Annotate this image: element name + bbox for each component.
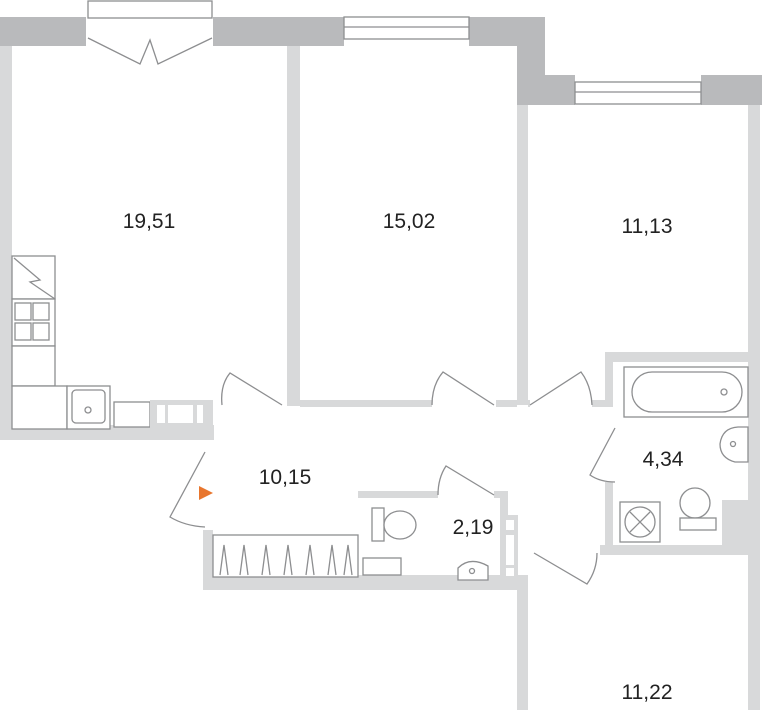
room-area-bathroom: 4,34 (642, 448, 684, 471)
wardrobe (212, 534, 402, 578)
entrance-arrow-icon (199, 486, 213, 500)
doors (169, 371, 616, 585)
room-area-bedroom-3: 11,22 (621, 681, 673, 704)
outer-walls (0, 17, 762, 105)
room-area-hallway: 10,15 (258, 466, 312, 489)
toilet-fixtures (371, 507, 518, 581)
partition-walls (0, 46, 760, 710)
kitchen-fixtures (11, 255, 207, 430)
room-area-bedroom-1: 15,02 (382, 210, 436, 233)
windows (87, 0, 702, 105)
room-area-bedroom-2: 11,13 (621, 215, 673, 238)
room-area-toilet: 2,19 (452, 516, 494, 539)
room-area-kitchen-living: 19,51 (122, 210, 176, 233)
bathroom-fixtures (619, 366, 749, 543)
